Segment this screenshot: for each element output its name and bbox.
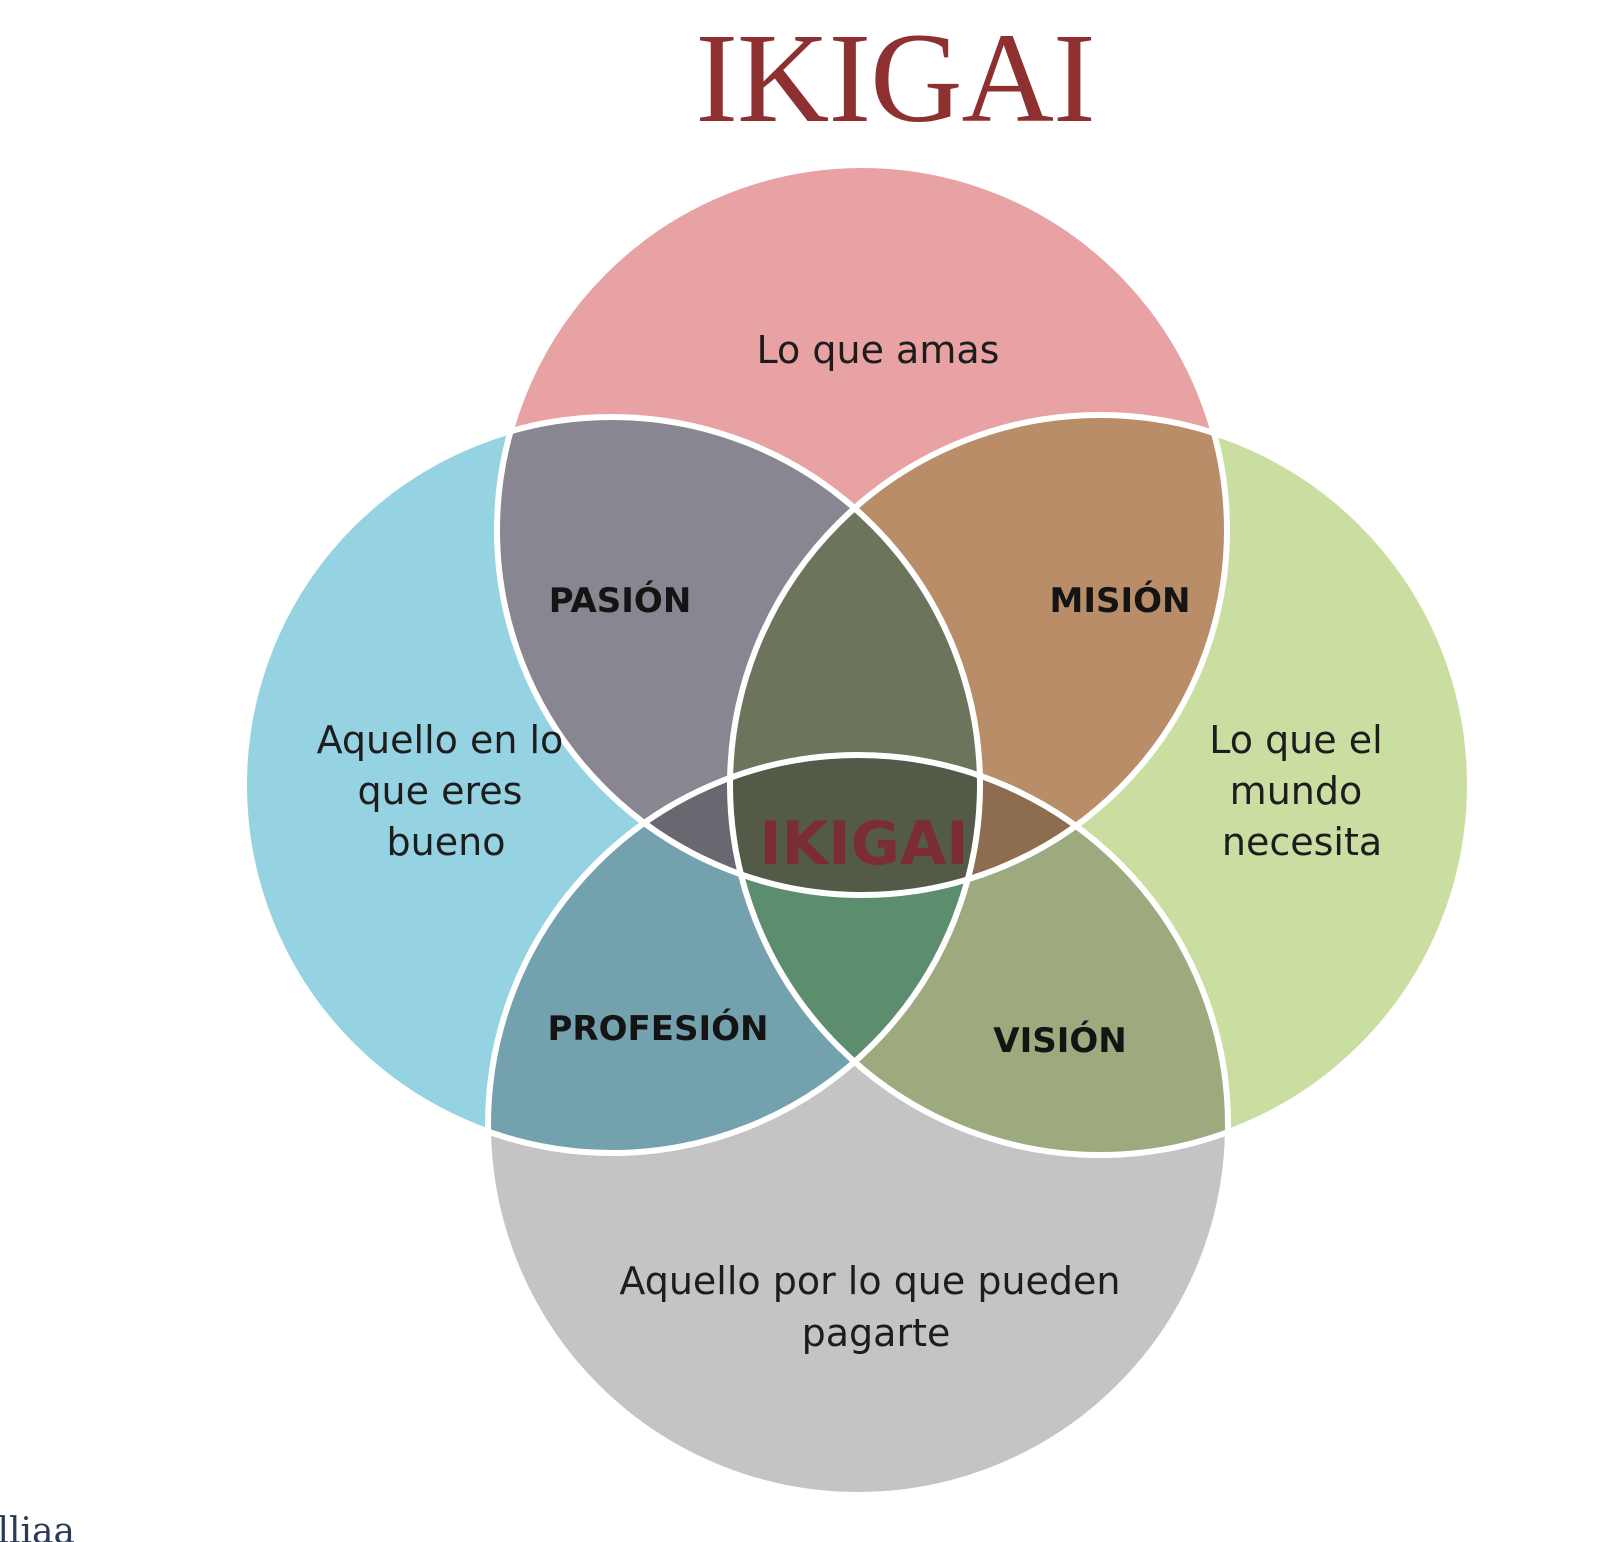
corner-watermark: illiaa	[0, 1511, 75, 1542]
label-mision: MISIÓN	[1050, 580, 1191, 621]
circle-good-at	[244, 417, 980, 1153]
label-world-needs: Lo que el mundo necesita	[1209, 718, 1395, 864]
circle-fills	[244, 165, 1470, 1495]
outline-paid-for	[485, 752, 1231, 1498]
label-center-ikigai: IKIGAI	[759, 809, 968, 879]
label-profesion: PROFESIÓN	[548, 1008, 769, 1049]
outline-good-at	[241, 414, 983, 1156]
label-paid-for-line: Aquello por lo que pueden	[619, 1259, 1120, 1303]
label-good-at-line: Aquello en lo	[317, 718, 564, 762]
label-good-at: Aquello en lo que eres bueno	[317, 718, 576, 864]
label-paid-for: Aquello por lo que pueden pagarte	[619, 1259, 1132, 1355]
page-title: IKIGAI	[695, 7, 1095, 149]
outline-world-needs	[727, 412, 1473, 1158]
label-good-at-line: bueno	[387, 820, 506, 864]
label-world-needs-line: necesita	[1222, 820, 1382, 864]
outline-love	[494, 162, 1230, 898]
label-world-needs-line: Lo que el	[1209, 718, 1382, 762]
label-pasion: PASIÓN	[549, 580, 692, 621]
label-good-at-line: que eres	[357, 769, 522, 813]
label-love: Lo que amas	[757, 328, 1000, 372]
circle-outlines	[241, 162, 1473, 1498]
label-vision: VISIÓN	[993, 1020, 1126, 1061]
label-world-needs-line: mundo	[1230, 769, 1363, 813]
label-paid-for-line: pagarte	[802, 1311, 951, 1355]
label-love-line: Lo que amas	[757, 328, 1000, 372]
